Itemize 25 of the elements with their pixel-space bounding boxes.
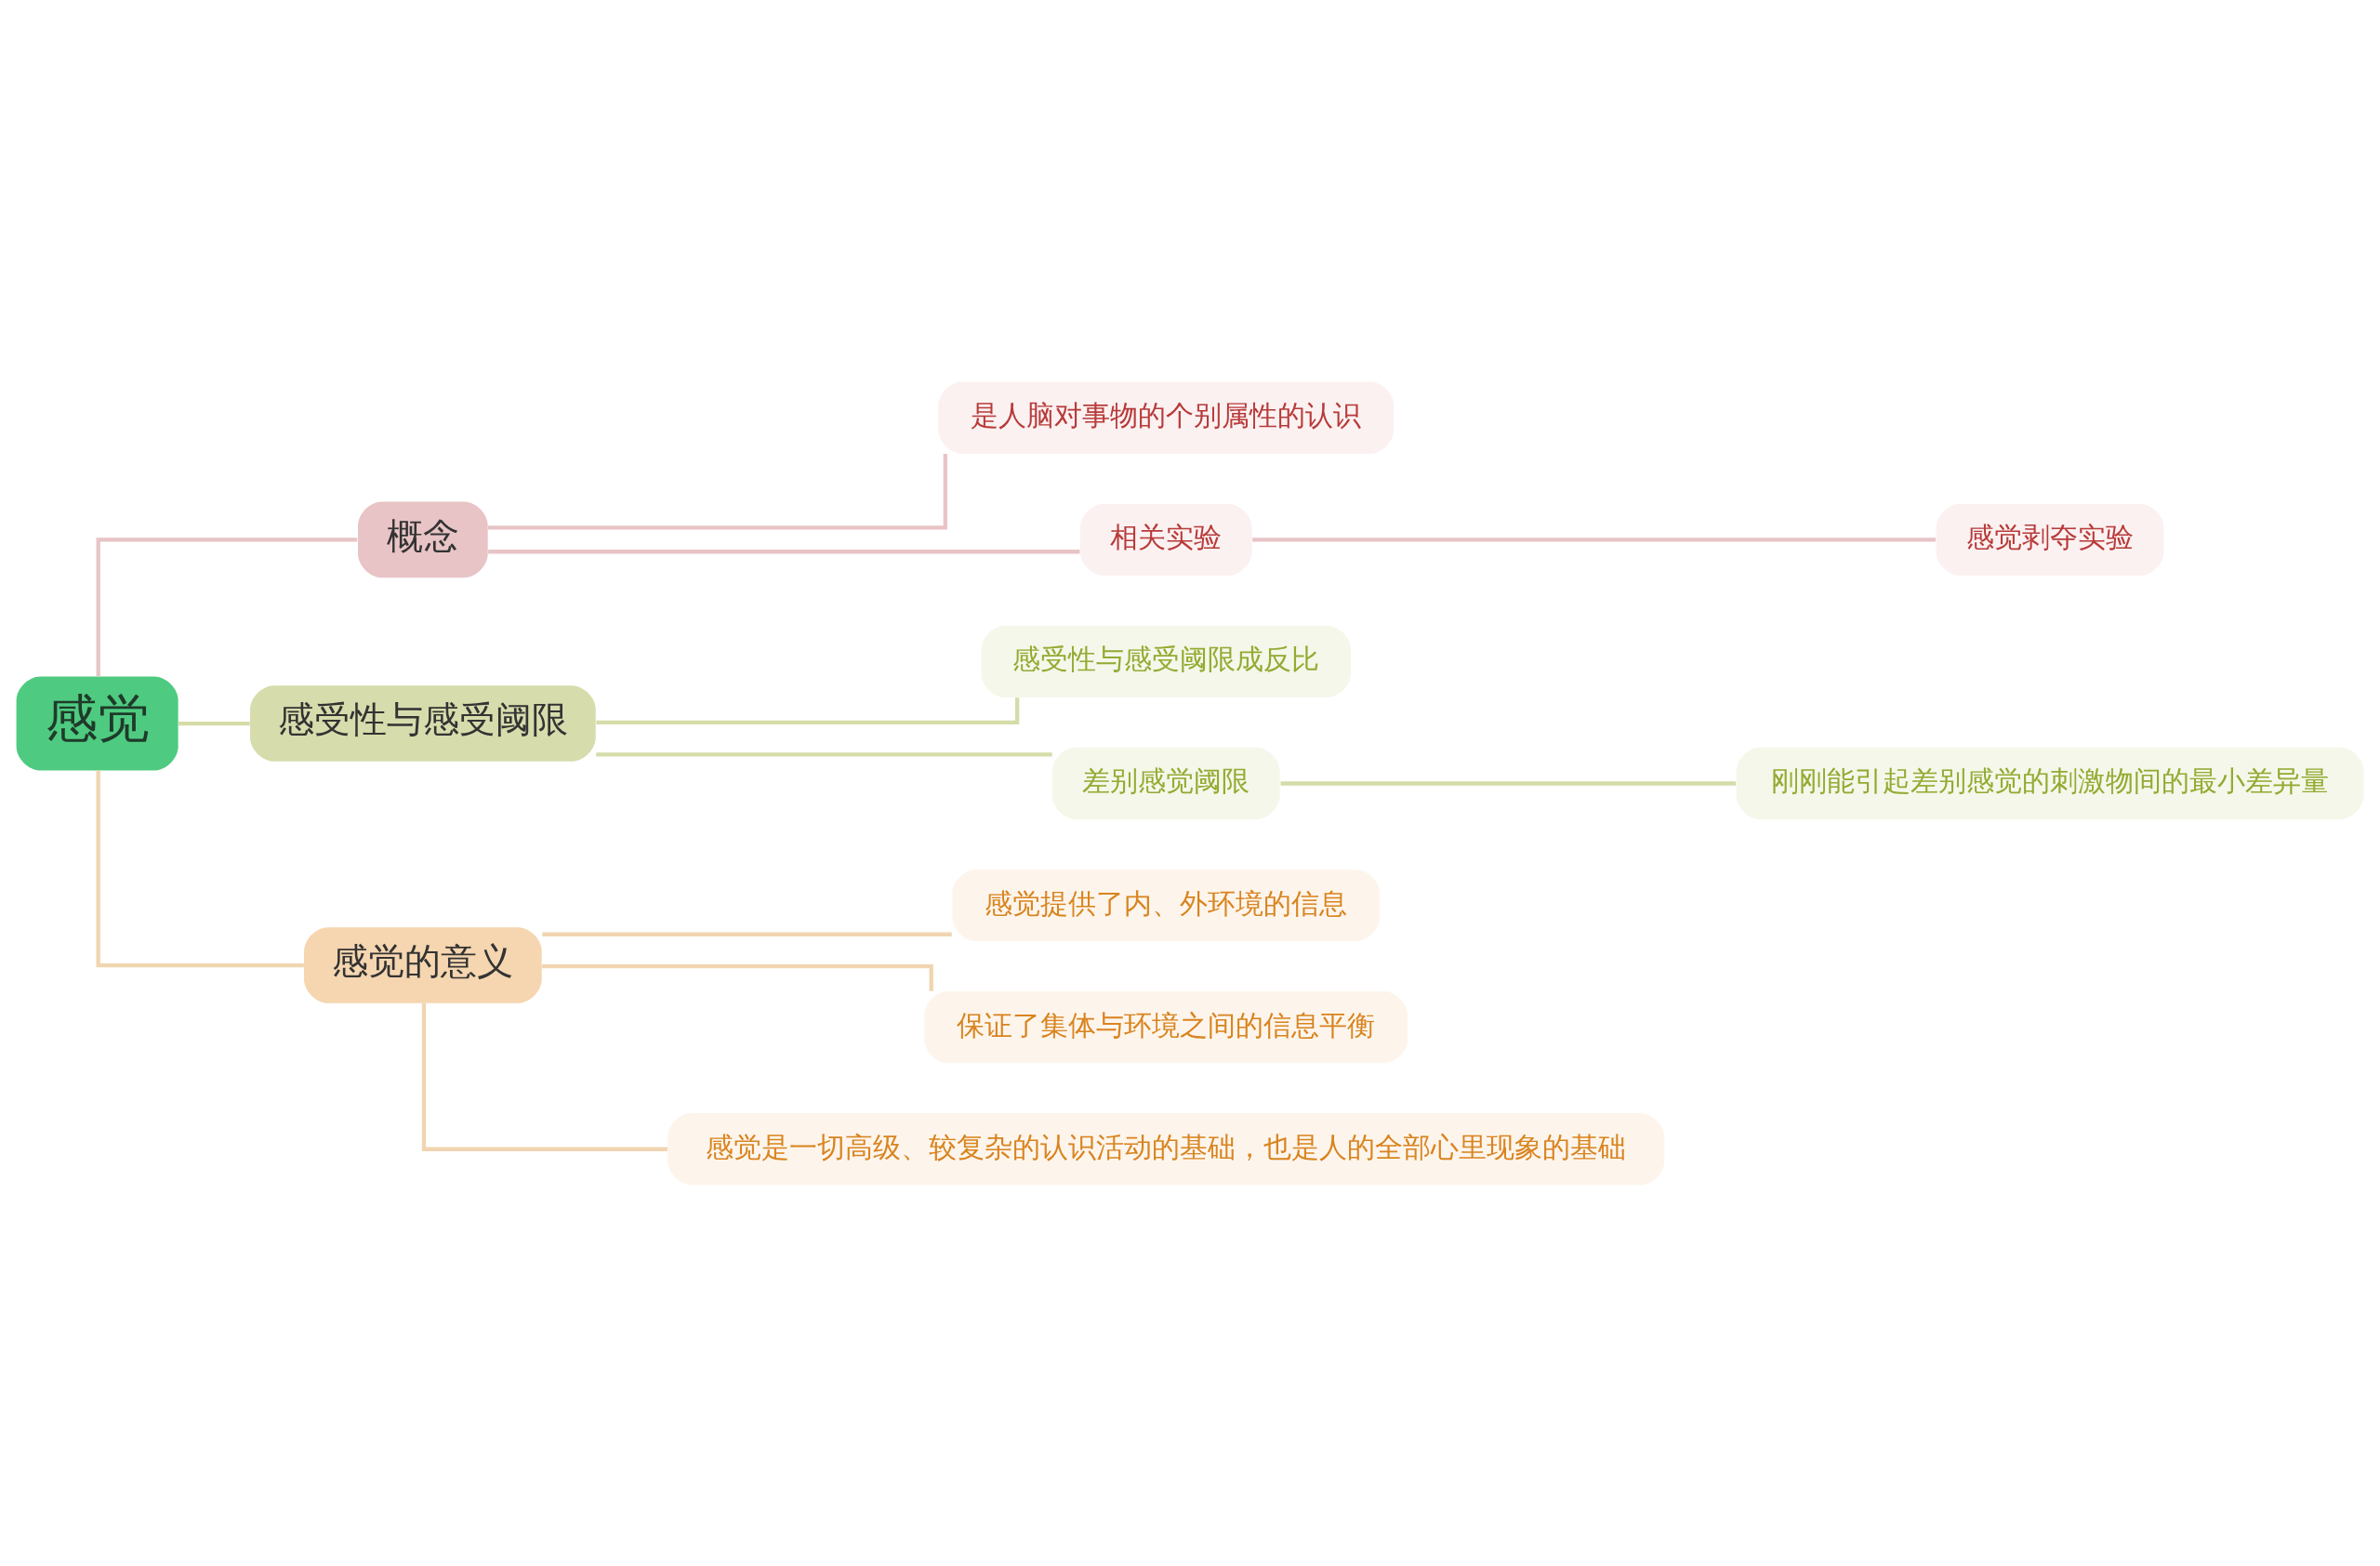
node-box: 保证了集体与环境之间的信息平衡 <box>924 990 1408 1063</box>
node-box: 感受性与感受阈限成反比 <box>981 625 1351 697</box>
node-box: 感受性与感受阈限 <box>250 684 596 762</box>
node-box: 感觉的意义 <box>304 926 542 1003</box>
node-box: 概念 <box>358 501 488 577</box>
connector <box>96 770 304 967</box>
connector <box>96 537 358 676</box>
node-box: 感觉 <box>16 676 178 771</box>
connector <box>542 932 952 936</box>
connector <box>488 549 1080 553</box>
connector <box>178 721 250 725</box>
connector <box>487 453 947 530</box>
connector <box>596 751 1052 756</box>
connector <box>421 1002 668 1151</box>
connector <box>542 963 933 991</box>
node-box: 相关实验 <box>1079 503 1252 576</box>
node-box: 感觉提供了内、外环境的信息 <box>952 869 1381 941</box>
connector <box>1280 780 1737 786</box>
connector <box>1252 537 1936 541</box>
node-box: 是人脑对事物的个别属性的认识 <box>938 381 1395 454</box>
node-box: 感觉剥夺实验 <box>1936 503 2164 576</box>
node-box: 差别感觉阈限 <box>1051 747 1280 819</box>
node-box: 刚刚能引起差别感觉的刺激物间的最小差异量 <box>1736 747 2364 819</box>
node-box: 感觉是一切高级、较复杂的认识活动的基础，也是人的全部心里现象的基础 <box>668 1112 1665 1185</box>
connector <box>596 697 1020 724</box>
